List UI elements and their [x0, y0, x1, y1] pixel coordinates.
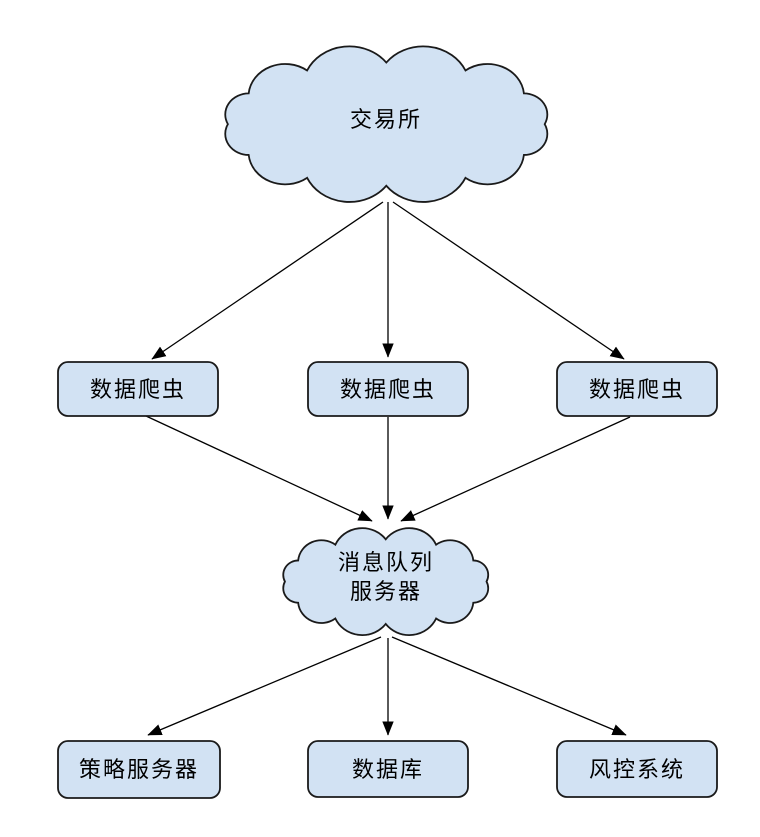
node-risk-label: 风控系统 — [589, 758, 685, 783]
node-mq-label-line1: 消息队列 — [338, 551, 434, 576]
node-database-box — [307, 740, 469, 798]
arrow-mq-to-strategy — [147, 636, 382, 736]
node-crawler-right-box — [556, 361, 718, 417]
node-crawler-right-label: 数据爬虫 — [589, 378, 685, 403]
node-crawler-left-label: 数据爬虫 — [90, 378, 186, 403]
arrow-crawler-left-to-mq — [145, 415, 373, 522]
node-strategy-label: 策略服务器 — [79, 758, 199, 783]
arrow-mq-to-risk — [391, 636, 627, 736]
node-mq-cloud — [283, 528, 488, 635]
node-database-label: 数据库 — [352, 758, 424, 783]
cloud-shape — [225, 46, 547, 202]
arrow-exchange-to-crawler-right — [392, 201, 625, 360]
node-risk-box — [556, 740, 718, 798]
cloud-shape — [283, 528, 488, 635]
node-exchange-label: 交易所 — [350, 108, 422, 133]
node-exchange-cloud — [225, 46, 547, 202]
node-mq-label-line2: 服务器 — [350, 580, 422, 605]
node-crawler-middle-box — [307, 361, 469, 417]
arrow-exchange-to-crawler-left — [151, 201, 384, 360]
node-strategy-box — [57, 740, 221, 799]
arrow-crawler-right-to-mq — [400, 416, 631, 522]
node-crawler-middle-label: 数据爬虫 — [340, 378, 436, 403]
node-crawler-left-box — [57, 361, 219, 417]
